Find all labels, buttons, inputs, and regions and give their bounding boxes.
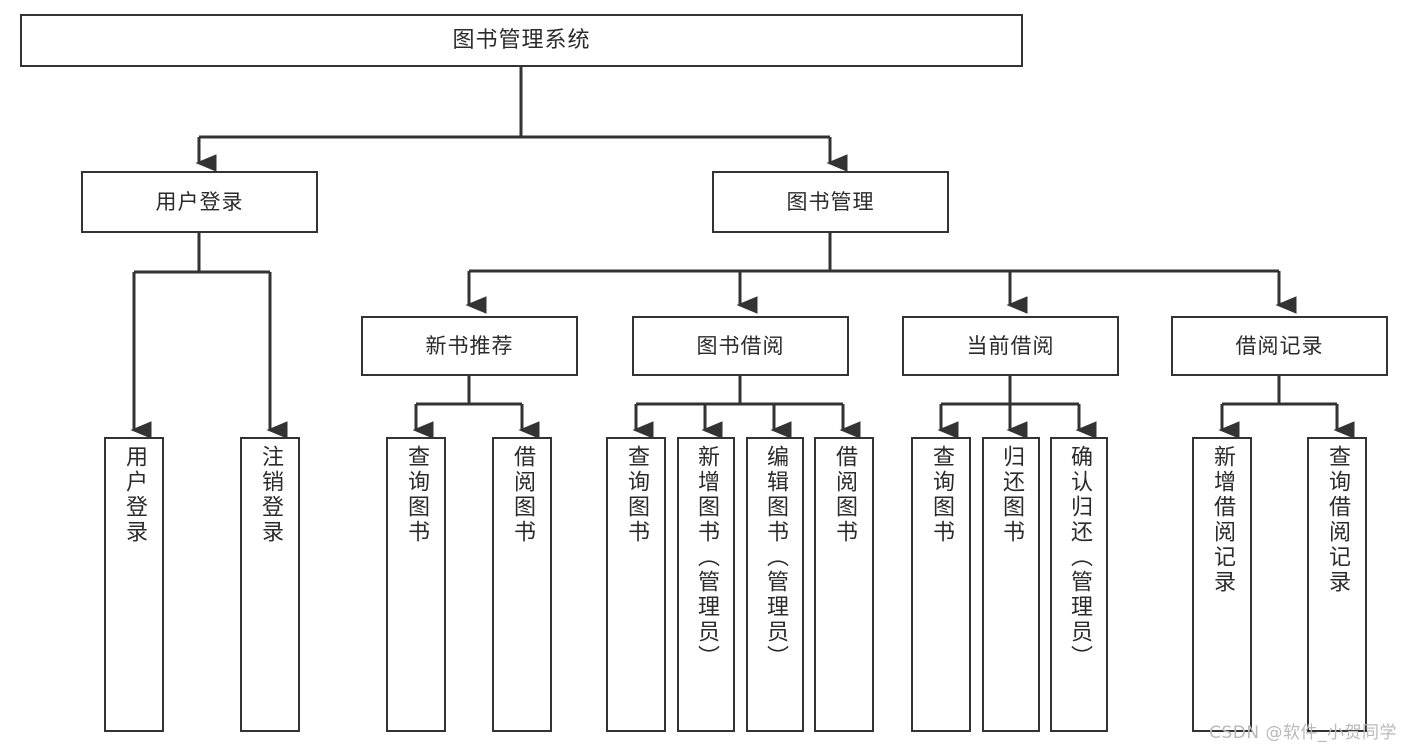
node-label: 借阅记录 bbox=[1235, 333, 1324, 358]
node-current-borrow[interactable]: 当前借阅 bbox=[902, 316, 1119, 376]
node-user-login[interactable]: 用户登录 bbox=[81, 171, 318, 233]
node-leaf-confirm-return-admin[interactable]: 确认归还（管理员） bbox=[1050, 437, 1108, 732]
node-leaf-query-book-recommend[interactable]: 查询图书 bbox=[386, 437, 446, 732]
node-leaf-user-login[interactable]: 用户登录 bbox=[104, 437, 164, 732]
node-label: 用户登录 bbox=[155, 189, 244, 214]
node-label: 注销登录 bbox=[258, 445, 283, 545]
node-leaf-query-book-borrow[interactable]: 查询图书 bbox=[606, 437, 666, 732]
node-label: 新增图书（管理员） bbox=[694, 445, 719, 670]
node-label: 图书借阅 bbox=[696, 333, 785, 358]
node-label: 查询借阅记录 bbox=[1325, 445, 1350, 595]
node-root-system[interactable]: 图书管理系统 bbox=[20, 14, 1023, 67]
node-leaf-borrow-book-recommend[interactable]: 借阅图书 bbox=[492, 437, 552, 732]
node-label: 确认归还（管理员） bbox=[1067, 445, 1092, 670]
node-book-management[interactable]: 图书管理 bbox=[712, 171, 949, 233]
node-book-borrow[interactable]: 图书借阅 bbox=[632, 316, 849, 376]
node-leaf-add-borrow-record[interactable]: 新增借阅记录 bbox=[1192, 437, 1252, 732]
node-leaf-query-borrow-record[interactable]: 查询借阅记录 bbox=[1307, 437, 1367, 732]
node-new-book-recommend[interactable]: 新书推荐 bbox=[361, 316, 578, 376]
csdn-watermark: CSDN @软件_小贺同学 bbox=[1209, 723, 1397, 743]
node-borrow-record[interactable]: 借阅记录 bbox=[1171, 316, 1388, 376]
node-label: 查询图书 bbox=[929, 445, 954, 545]
node-leaf-logout[interactable]: 注销登录 bbox=[240, 437, 300, 732]
node-label: 新增借阅记录 bbox=[1210, 445, 1235, 595]
node-label: 归还图书 bbox=[999, 445, 1024, 545]
node-label: 图书管理 bbox=[786, 189, 875, 214]
node-label: 当前借阅 bbox=[966, 333, 1055, 358]
node-leaf-return-book[interactable]: 归还图书 bbox=[982, 437, 1040, 732]
node-leaf-edit-book-admin[interactable]: 编辑图书（管理员） bbox=[746, 437, 804, 732]
node-label: 借阅图书 bbox=[510, 445, 535, 545]
node-leaf-borrow-book[interactable]: 借阅图书 bbox=[814, 437, 874, 732]
node-label: 新书推荐 bbox=[425, 333, 514, 358]
node-label: 图书管理系统 bbox=[452, 27, 591, 53]
node-label: 借阅图书 bbox=[832, 445, 857, 545]
node-label: 查询图书 bbox=[404, 445, 429, 545]
node-leaf-add-book-admin[interactable]: 新增图书（管理员） bbox=[677, 437, 735, 732]
node-label: 编辑图书（管理员） bbox=[763, 445, 788, 670]
node-label: 用户登录 bbox=[122, 445, 147, 545]
node-leaf-query-book-current[interactable]: 查询图书 bbox=[911, 437, 971, 732]
node-label: 查询图书 bbox=[624, 445, 649, 545]
